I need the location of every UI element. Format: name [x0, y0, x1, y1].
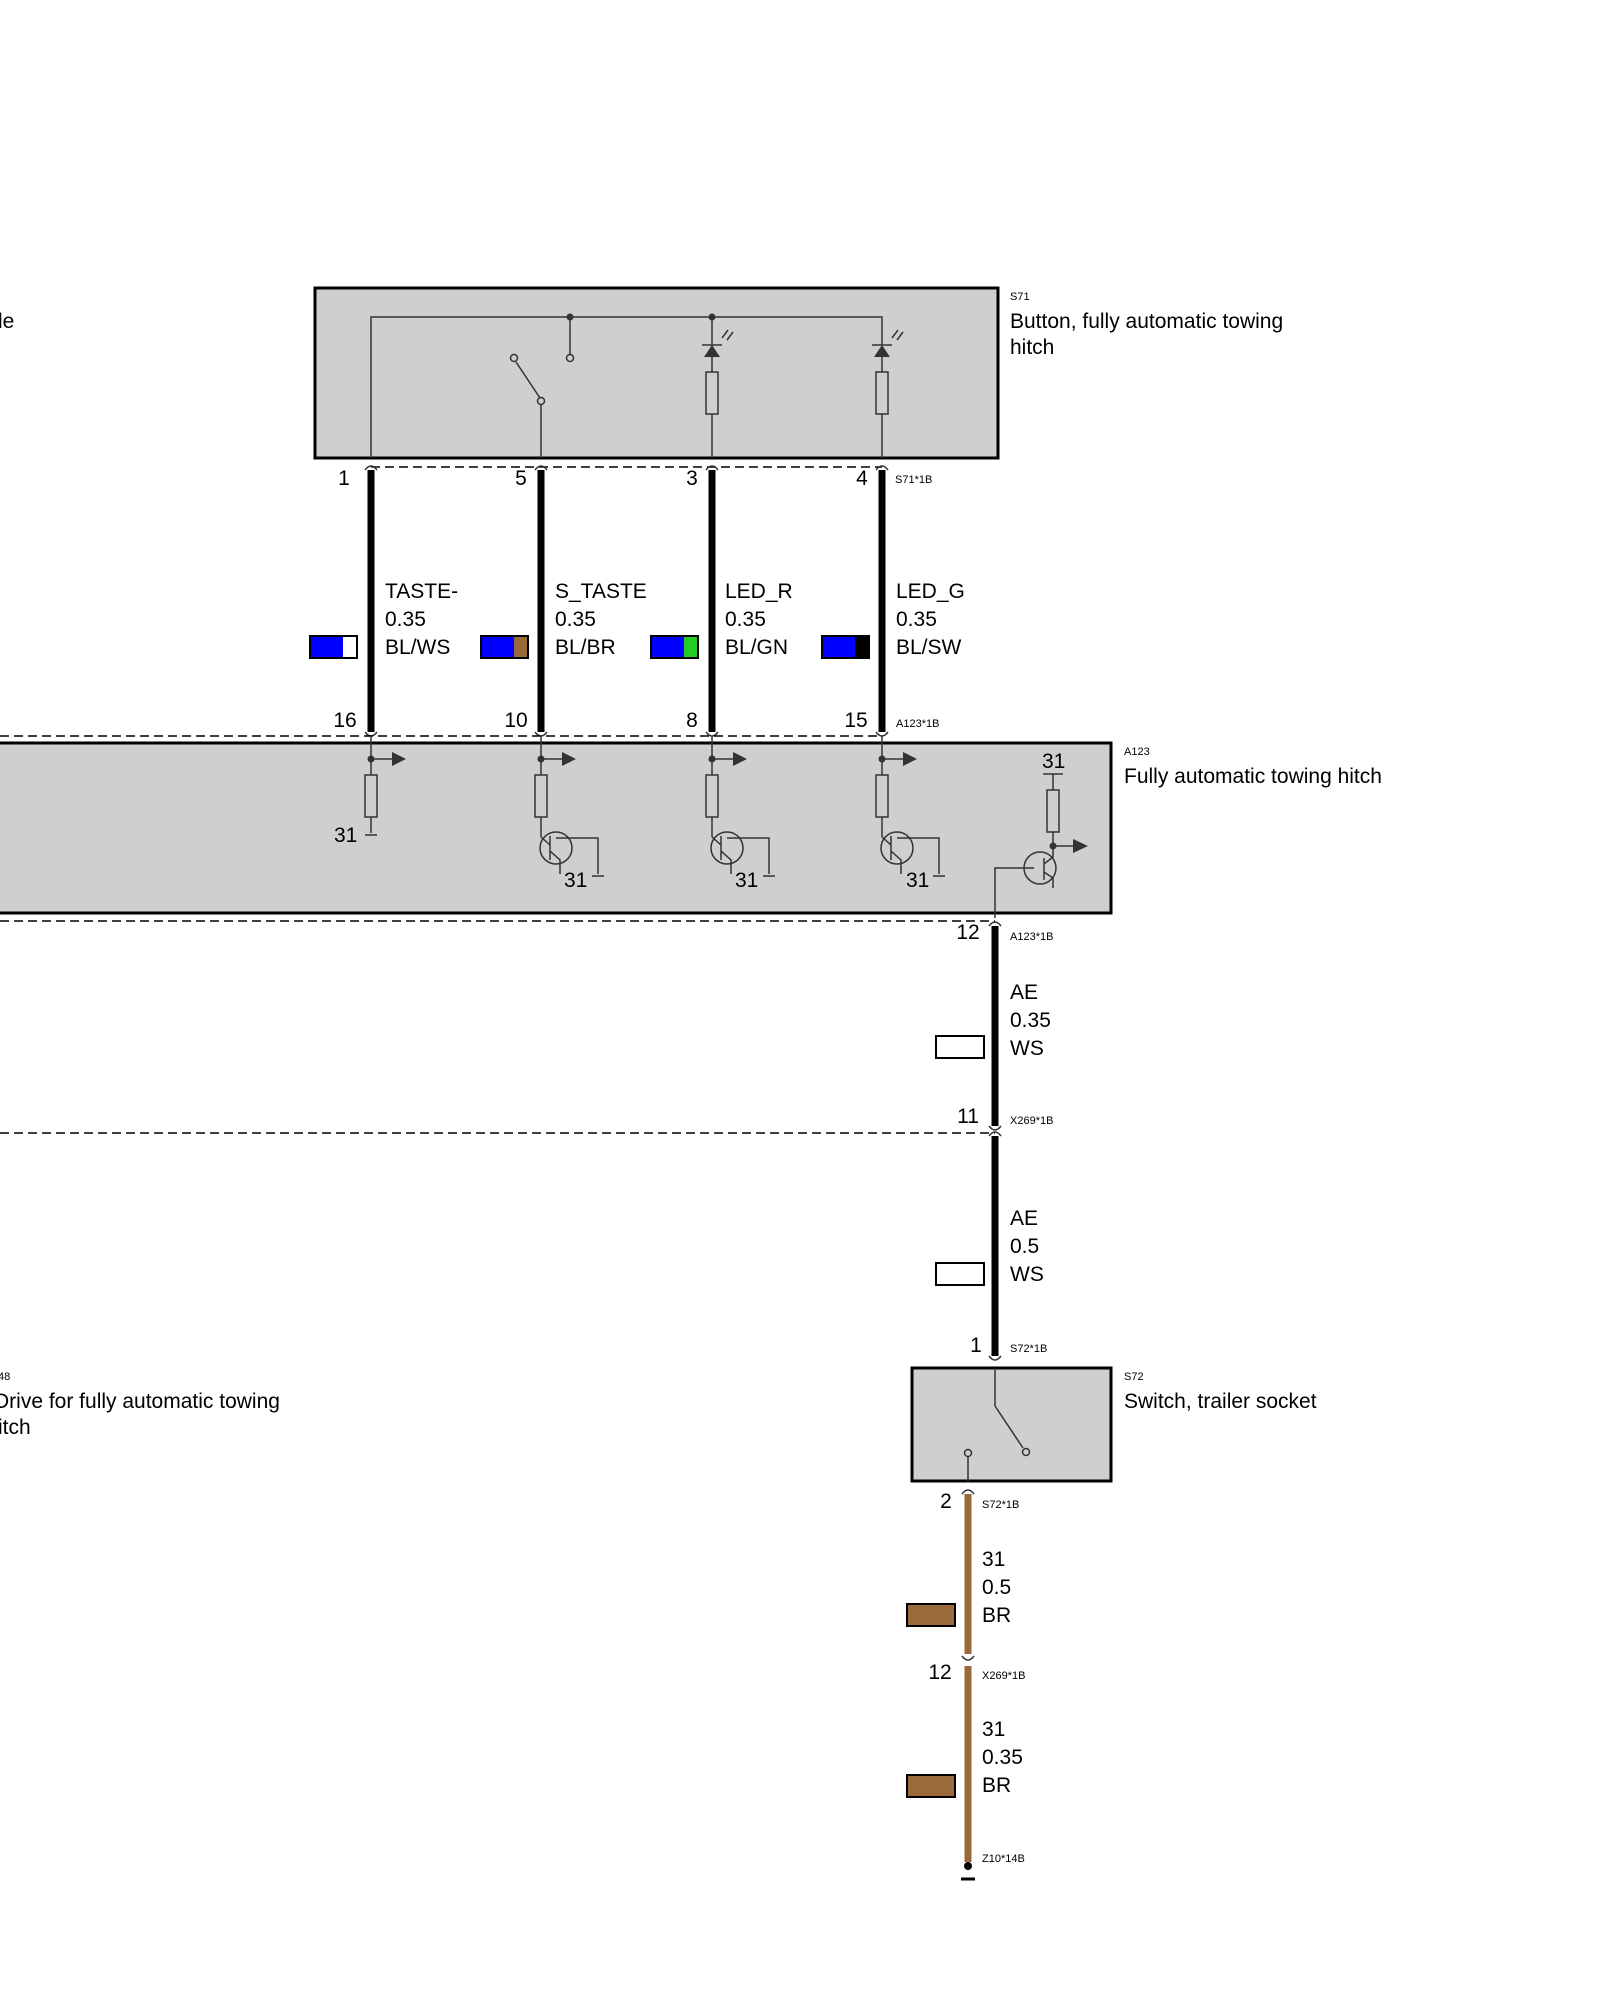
- s71-connector-label: S71*1B: [895, 474, 932, 486]
- wire-taste-pin-top: 1: [338, 467, 350, 490]
- wire-led-r-pin-top: 3: [686, 467, 698, 490]
- gnd-wire-2-signal: 31: [982, 1718, 1005, 1741]
- wire-taste-color-chip: [309, 635, 358, 659]
- a123-name: Fully automatic towing hitch: [1124, 765, 1382, 788]
- s71-code: S71: [1010, 291, 1030, 303]
- x269-b-label: X269*1B: [982, 1670, 1025, 1682]
- s72-top-connector-label: S72*1B: [1010, 1343, 1047, 1355]
- a123-ground-3: 31: [735, 869, 758, 892]
- z10-label: Z10*14B: [982, 1853, 1025, 1865]
- ae-wire-1-size: 0.35: [1010, 1009, 1051, 1032]
- wire-led-g-size: 0.35: [896, 608, 937, 631]
- wire-led-g-pin-top: 4: [856, 467, 868, 490]
- s71-name-line1: Button, fully automatic towing: [1010, 310, 1283, 333]
- ae-wire-1-color-chip: [935, 1035, 985, 1059]
- wire-s-taste-signal: S_TASTE: [555, 580, 647, 603]
- gnd-wire-1-signal: 31: [982, 1548, 1005, 1571]
- gnd-wire-1: [961, 1489, 975, 1661]
- a123-box: [0, 741, 1113, 915]
- wire-led-g-pin-bottom: 15: [844, 709, 867, 732]
- wire-s-taste-color-chip: [480, 635, 529, 659]
- a123-bottom-connector-label: A123*1B: [1010, 931, 1053, 943]
- ae-wire-2-color-chip: [935, 1262, 985, 1286]
- ae-wire-1-pin-bottom: 11: [957, 1105, 979, 1128]
- a123-ground-4: 31: [906, 869, 929, 892]
- gnd-wire-1-pin-bottom: 12: [928, 1661, 951, 1684]
- s71-name-line2: hitch: [1010, 336, 1054, 359]
- wire-led-g-color-chip: [821, 635, 870, 659]
- ae-wire-1-color-code: WS: [1010, 1037, 1044, 1060]
- wire-taste-signal: TASTE-: [385, 580, 458, 603]
- s72-name: Switch, trailer socket: [1124, 1390, 1317, 1413]
- gnd-wire-1-size: 0.5: [982, 1576, 1011, 1599]
- wire-led-r-signal: LED_R: [725, 580, 793, 603]
- a123-channel-3: 31: [705, 736, 775, 892]
- drive-code-fragment: 48: [0, 1371, 10, 1383]
- wire-s-taste-size: 0.35: [555, 608, 596, 631]
- s72-code: S72: [1124, 1371, 1144, 1383]
- ae-wire-2-pin-bottom: 1: [970, 1334, 982, 1357]
- gnd-wire-2-color-chip: [906, 1774, 956, 1798]
- wire-led-r-size: 0.35: [725, 608, 766, 631]
- s71-button-component: S71 Button, fully automatic towing hitch: [313, 286, 1283, 460]
- a123-top-connector-label: A123*1B: [896, 718, 939, 730]
- gnd-wire-1-color-code: BR: [982, 1604, 1011, 1627]
- ae-wire-1-signal: AE: [1010, 981, 1038, 1004]
- gnd-wire-2-size: 0.35: [982, 1746, 1023, 1769]
- wire-led-r-color-code: BL/GN: [725, 636, 788, 659]
- ae-wire-2-color-code: WS: [1010, 1263, 1044, 1286]
- ground-point-z10: [961, 1862, 975, 1881]
- wire-s-taste-pin-bottom: 10: [504, 709, 527, 732]
- s72-switch-component: S72 Switch, trailer socket: [910, 1366, 1317, 1483]
- wire-led-g-signal: LED_G: [896, 580, 965, 603]
- wire-s-taste-color-code: BL/BR: [555, 636, 616, 659]
- a123-ground-2: 31: [564, 869, 587, 892]
- s72-box: [910, 1366, 1113, 1483]
- x269-a-label: X269*1B: [1010, 1115, 1053, 1127]
- a123-ground-label-top: 31: [1042, 750, 1065, 773]
- wire-led-r-pin-bottom: 8: [686, 709, 698, 732]
- ae-wire-1: [988, 921, 1002, 1131]
- s71-box: [313, 286, 1000, 460]
- ae-wire-2-signal: AE: [1010, 1207, 1038, 1230]
- a123-output-stage: 31: [994, 750, 1088, 918]
- ae-wire-1-pin-top: 12: [956, 921, 979, 944]
- wire-taste-color-code: BL/WS: [385, 636, 450, 659]
- wire-led-r-color-chip: [650, 635, 699, 659]
- gnd-wire-1-pin-top: 2: [940, 1490, 952, 1513]
- gnd-wire-1-color-chip: [906, 1603, 956, 1627]
- a123-code: A123: [1124, 746, 1150, 758]
- left-edge-fragment: le: [0, 310, 14, 333]
- a123-module-component: 31 31 31: [0, 736, 1382, 918]
- wire-taste-size: 0.35: [385, 608, 426, 631]
- drive-name-line2: itch: [0, 1416, 31, 1439]
- a123-channel-2: 31: [534, 736, 604, 892]
- wire-taste-pin-bottom: 16: [333, 709, 356, 732]
- a123-ground-1: 31: [334, 824, 357, 847]
- a123-channel-4: 31: [875, 736, 945, 892]
- gnd-wire-2-color-code: BR: [982, 1774, 1011, 1797]
- drive-name-line1: Drive for fully automatic towing: [0, 1390, 280, 1413]
- ae-wire-2: [988, 1131, 1002, 1361]
- wire-s-taste-pin-top: 5: [515, 467, 527, 490]
- wire-led-g-color-code: BL/SW: [896, 636, 962, 659]
- ae-wire-2-size: 0.5: [1010, 1235, 1039, 1258]
- s72-bottom-connector-label: S72*1B: [982, 1499, 1019, 1511]
